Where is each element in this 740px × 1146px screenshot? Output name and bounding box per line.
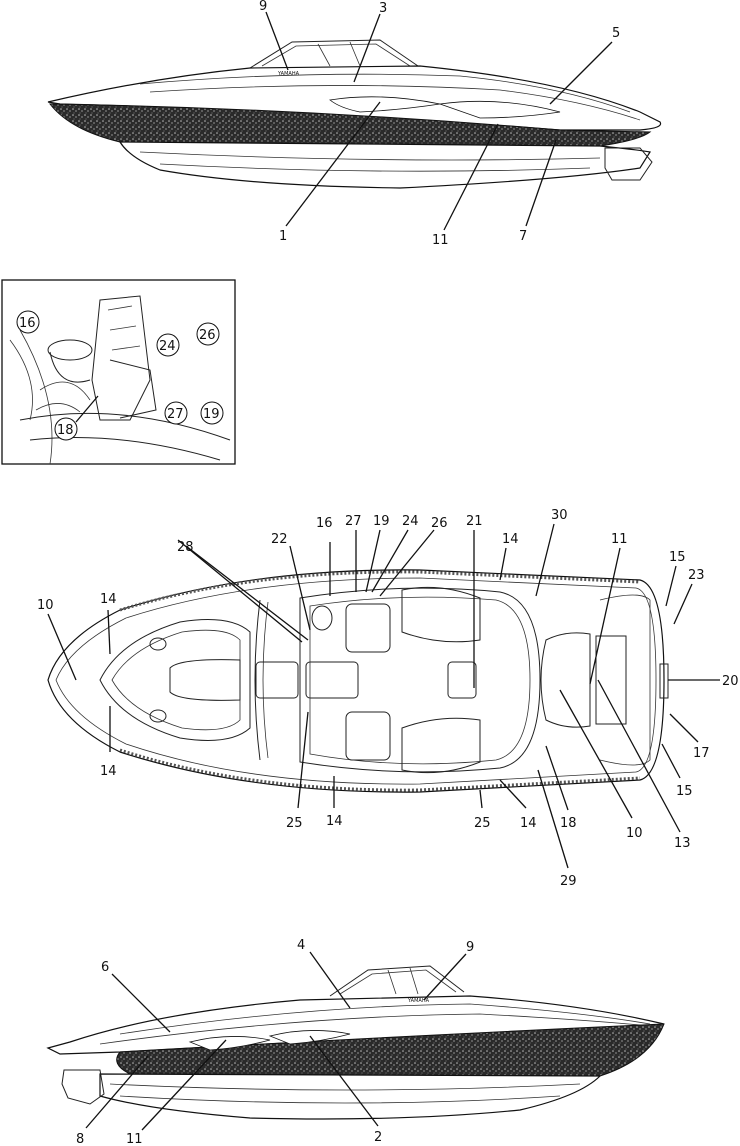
callout-label: 14 xyxy=(100,592,117,607)
callout-label: 13 xyxy=(674,836,691,851)
port-side-view: YAMAHA 6 4 9 8 11 2 xyxy=(46,938,665,1146)
callout-label: 17 xyxy=(693,746,710,761)
callout-label: 26 xyxy=(199,328,216,343)
callout-label: 2 xyxy=(374,1130,382,1145)
callout-label: 20 xyxy=(722,674,739,689)
callout-label: 14 xyxy=(520,816,537,831)
callout-label: 24 xyxy=(402,514,419,529)
callout-label: 6 xyxy=(101,960,109,975)
callout-label: 19 xyxy=(373,514,390,529)
outdrive xyxy=(61,1069,105,1105)
callout-label: 27 xyxy=(345,514,362,529)
callout-label: 1 xyxy=(279,229,287,244)
top-view: 28 22 16 27 19 24 26 21 14 30 11 15 23 1… xyxy=(37,508,739,889)
callout-label: 9 xyxy=(259,0,267,14)
windshield-top xyxy=(254,599,261,761)
callout-label: 11 xyxy=(611,532,628,547)
callout-label: 27 xyxy=(167,407,184,422)
callout-label: 7 xyxy=(519,229,527,244)
callout-circle xyxy=(164,401,188,425)
callout-label: 14 xyxy=(100,764,117,779)
callout-label: 4 xyxy=(297,938,305,953)
callout-label: 30 xyxy=(551,508,568,523)
callout-label: 24 xyxy=(159,339,176,354)
callout-circle xyxy=(196,322,220,346)
callout-label: 15 xyxy=(669,550,686,565)
helm-seat xyxy=(345,603,391,653)
brand-lettering: YAMAHA xyxy=(407,998,430,1004)
hull-graphic-band xyxy=(116,1023,665,1077)
callout-label: 22 xyxy=(271,532,288,547)
bow-seating xyxy=(99,619,251,741)
callout-label: 28 xyxy=(177,540,194,555)
callout-label: 10 xyxy=(37,598,54,613)
brand-lettering: YAMAHA xyxy=(277,71,300,77)
callout-circle xyxy=(200,401,224,425)
starboard-side-view: YAMAHA 9 3 5 1 11 7 xyxy=(47,0,662,248)
callout-label: 10 xyxy=(626,826,643,841)
windshield xyxy=(249,39,419,69)
callout-label: 21 xyxy=(466,514,483,529)
callout-label: 18 xyxy=(560,816,577,831)
callout-label: 25 xyxy=(474,816,491,831)
callout-circle xyxy=(54,417,78,441)
callout-circle xyxy=(16,310,40,334)
lower-hull xyxy=(99,1073,602,1120)
outdrive xyxy=(604,147,653,181)
callout-label: 14 xyxy=(502,532,519,547)
callout-label: 8 xyxy=(76,1132,84,1146)
callout-label: 9 xyxy=(466,940,474,955)
callout-label: 25 xyxy=(286,816,303,831)
callout-label: 16 xyxy=(19,316,36,331)
callout-label: 14 xyxy=(326,814,343,829)
callout-label: 11 xyxy=(126,1132,143,1146)
inset-frame xyxy=(1,279,236,465)
passenger-seat xyxy=(345,711,391,761)
callout-label: 29 xyxy=(560,874,577,889)
callout-label: 18 xyxy=(57,423,74,438)
callout-label: 19 xyxy=(203,407,220,422)
windshield xyxy=(329,965,465,997)
callout-circle xyxy=(156,333,180,357)
callout-label: 23 xyxy=(688,568,705,583)
callout-label: 5 xyxy=(612,26,620,41)
callout-label: 11 xyxy=(432,233,449,248)
callout-label: 26 xyxy=(431,516,448,531)
hull-graphic-band xyxy=(48,103,652,147)
callout-label: 3 xyxy=(379,1,387,16)
callout-label: 16 xyxy=(316,516,333,531)
inset-detail: 16 24 26 18 27 19 xyxy=(1,279,236,465)
callout-label: 15 xyxy=(676,784,693,799)
lower-hull xyxy=(118,141,651,189)
